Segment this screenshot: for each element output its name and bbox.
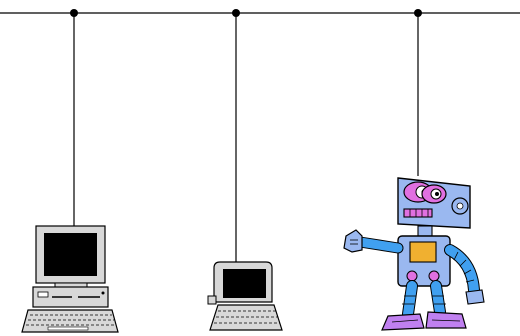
junction-dot-robot: [414, 9, 422, 17]
terminal-computer-icon: [207, 261, 283, 331]
robot-icon: [343, 164, 485, 331]
desktop-computer-icon: [21, 225, 119, 333]
junction-dot-desktop: [70, 9, 78, 17]
junction-dot-terminal: [232, 9, 240, 17]
